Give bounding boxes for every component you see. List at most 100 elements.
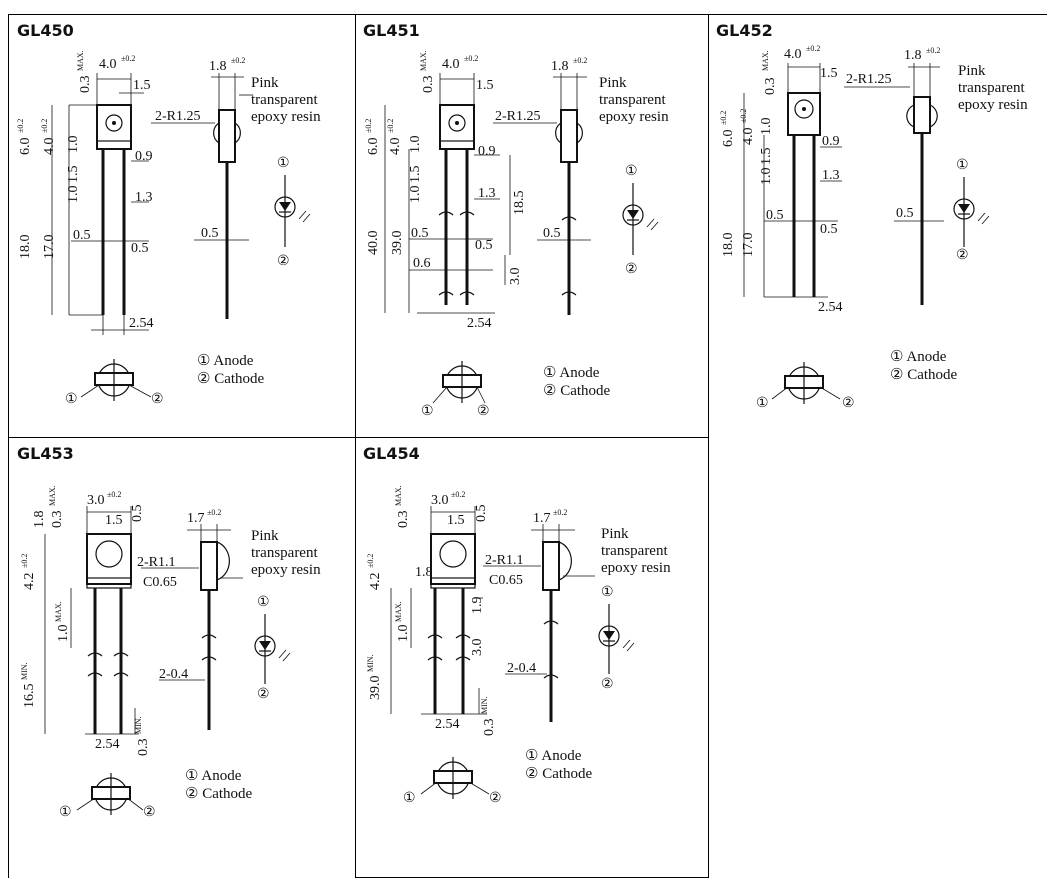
pin-legend-cathode: ② Cathode	[525, 766, 593, 782]
dim-label: 2.54	[95, 737, 120, 752]
outline-drawing-gl452: 4.0 ±0.2 0.3 MAX. 1.5 6.0 ±0.2 4.0 ±0.2 …	[719, 44, 1028, 411]
pin2-mark: ②	[151, 392, 164, 407]
leader-line	[819, 386, 841, 400]
dim-tol: ±0.2	[231, 56, 245, 65]
side-arc	[213, 122, 220, 144]
dim-label: 1.9	[470, 597, 485, 615]
body-base	[439, 140, 475, 150]
led-symbol	[598, 625, 620, 647]
pin1-mark: ①	[65, 392, 78, 407]
dim-label: 4.0	[42, 138, 57, 156]
resin-label: transparent	[251, 545, 318, 561]
pin1-mark: ①	[756, 396, 769, 411]
dim-label: 39.0	[390, 231, 405, 256]
dim-label: 39.0	[368, 676, 383, 701]
dim-label: 4.2	[22, 573, 37, 591]
dim-label: 0.9	[822, 134, 840, 149]
dim-label: 4.0	[442, 57, 460, 72]
leader-line	[771, 386, 789, 400]
side-arc	[216, 541, 230, 581]
dim-label: 0.5	[201, 226, 219, 241]
dim-label: 3.0	[431, 493, 449, 508]
side-body	[200, 541, 218, 591]
dim-label: 1.5	[476, 78, 494, 93]
dim-label: 4.0	[99, 57, 117, 72]
dim-label: 17.0	[42, 235, 57, 260]
dim-label: 1.8	[32, 511, 47, 529]
lead-break	[427, 656, 471, 661]
dim-tol: ±0.2	[207, 508, 221, 517]
leader-line	[476, 386, 486, 404]
leader-line	[420, 781, 438, 795]
dim-label: 17.0	[741, 233, 756, 258]
dim-tol: ±0.2	[107, 490, 121, 499]
pin-legend-anode: ① Anode	[543, 365, 600, 381]
dim-label: 0.5	[896, 206, 914, 221]
pin2-mark: ②	[489, 791, 502, 806]
pin2-mark: ②	[625, 262, 638, 277]
dim-label: C0.65	[143, 575, 177, 590]
dim-label: 0.3	[50, 511, 65, 529]
dim-label: 0.3	[763, 78, 778, 96]
dim-label: 2.54	[467, 316, 492, 331]
lead-break	[201, 634, 217, 661]
dim-label: 1.7	[187, 511, 205, 526]
dim-label: 2.54	[129, 316, 154, 331]
pin-legend-anode: ① Anode	[185, 768, 242, 784]
emission-arrow	[298, 210, 307, 220]
outline-drawing-gl451: 4.0 ±0.2 0.3 MAX. 1.5 6.0 ±0.2 4.0 ±0.2 …	[364, 50, 669, 419]
dim-label: 1.0	[408, 186, 423, 204]
emission-arrow	[650, 221, 659, 231]
dim-tol: MAX.	[394, 601, 403, 622]
pin1-mark: ①	[59, 805, 72, 820]
dim-label: 18.5	[512, 191, 527, 216]
side-body	[913, 96, 931, 134]
led-symbol	[274, 196, 296, 218]
lens	[105, 114, 123, 132]
diode-triangle	[603, 631, 615, 640]
dim-label: 18.0	[721, 233, 736, 258]
dim-tol: MIN.	[366, 654, 375, 672]
side-body	[218, 109, 236, 163]
dim-label: 4.0	[388, 138, 403, 156]
panel-gl453: GL453 3.0 ±0.2 1.8 0.3 MAX. 1.5 0.5 4.2 …	[8, 437, 356, 878]
dim-label: 1.5	[105, 513, 123, 528]
dim-tol: MAX.	[419, 50, 428, 71]
dim-label: 1.0	[56, 625, 71, 643]
package-body	[787, 92, 821, 136]
resin-label: Pink	[958, 63, 986, 79]
dim-tol: ±0.2	[40, 119, 49, 133]
dim-label: 1.8	[551, 59, 569, 74]
pin-legend-anode: ① Anode	[890, 349, 947, 365]
emission-arrow	[282, 652, 291, 662]
dim-label: 16.5	[22, 684, 37, 709]
dim-label: 0.9	[478, 144, 496, 159]
dim-tol: ±0.2	[364, 119, 373, 133]
dim-label: 0.3	[482, 719, 497, 737]
package-title: GL452	[716, 21, 773, 40]
diode-triangle	[958, 204, 970, 213]
lens	[95, 540, 123, 568]
leader-line	[76, 797, 96, 811]
led-symbol	[254, 635, 276, 657]
resin-label: Pink	[601, 526, 629, 542]
panel-gl454: GL454 3.0 ±0.2 0.3 MAX. 1.5 0.5 4.2 ±0.2…	[355, 437, 709, 878]
resin-label: epoxy resin	[599, 109, 669, 125]
dim-label: 0.5	[475, 238, 493, 253]
dim-label: C0.65	[489, 573, 523, 588]
dim-label: 0.5	[73, 228, 91, 243]
dim-label: 1.3	[478, 186, 496, 201]
pin2-mark: ②	[842, 396, 855, 411]
dim-tol: MIN.	[134, 716, 143, 734]
emission-arrow	[278, 649, 287, 659]
leader-line	[468, 781, 490, 795]
dim-tol: ±0.2	[16, 119, 25, 133]
body-base	[430, 577, 476, 589]
dim-label: 1.7	[533, 511, 551, 526]
dim-tol: MAX.	[76, 50, 85, 71]
emission-arrow	[626, 642, 635, 652]
dim-label: 2-R1.1	[137, 555, 176, 570]
emission-arrow	[981, 215, 990, 225]
dim-label: 0.5	[131, 241, 149, 256]
package-title: GL451	[363, 21, 420, 40]
